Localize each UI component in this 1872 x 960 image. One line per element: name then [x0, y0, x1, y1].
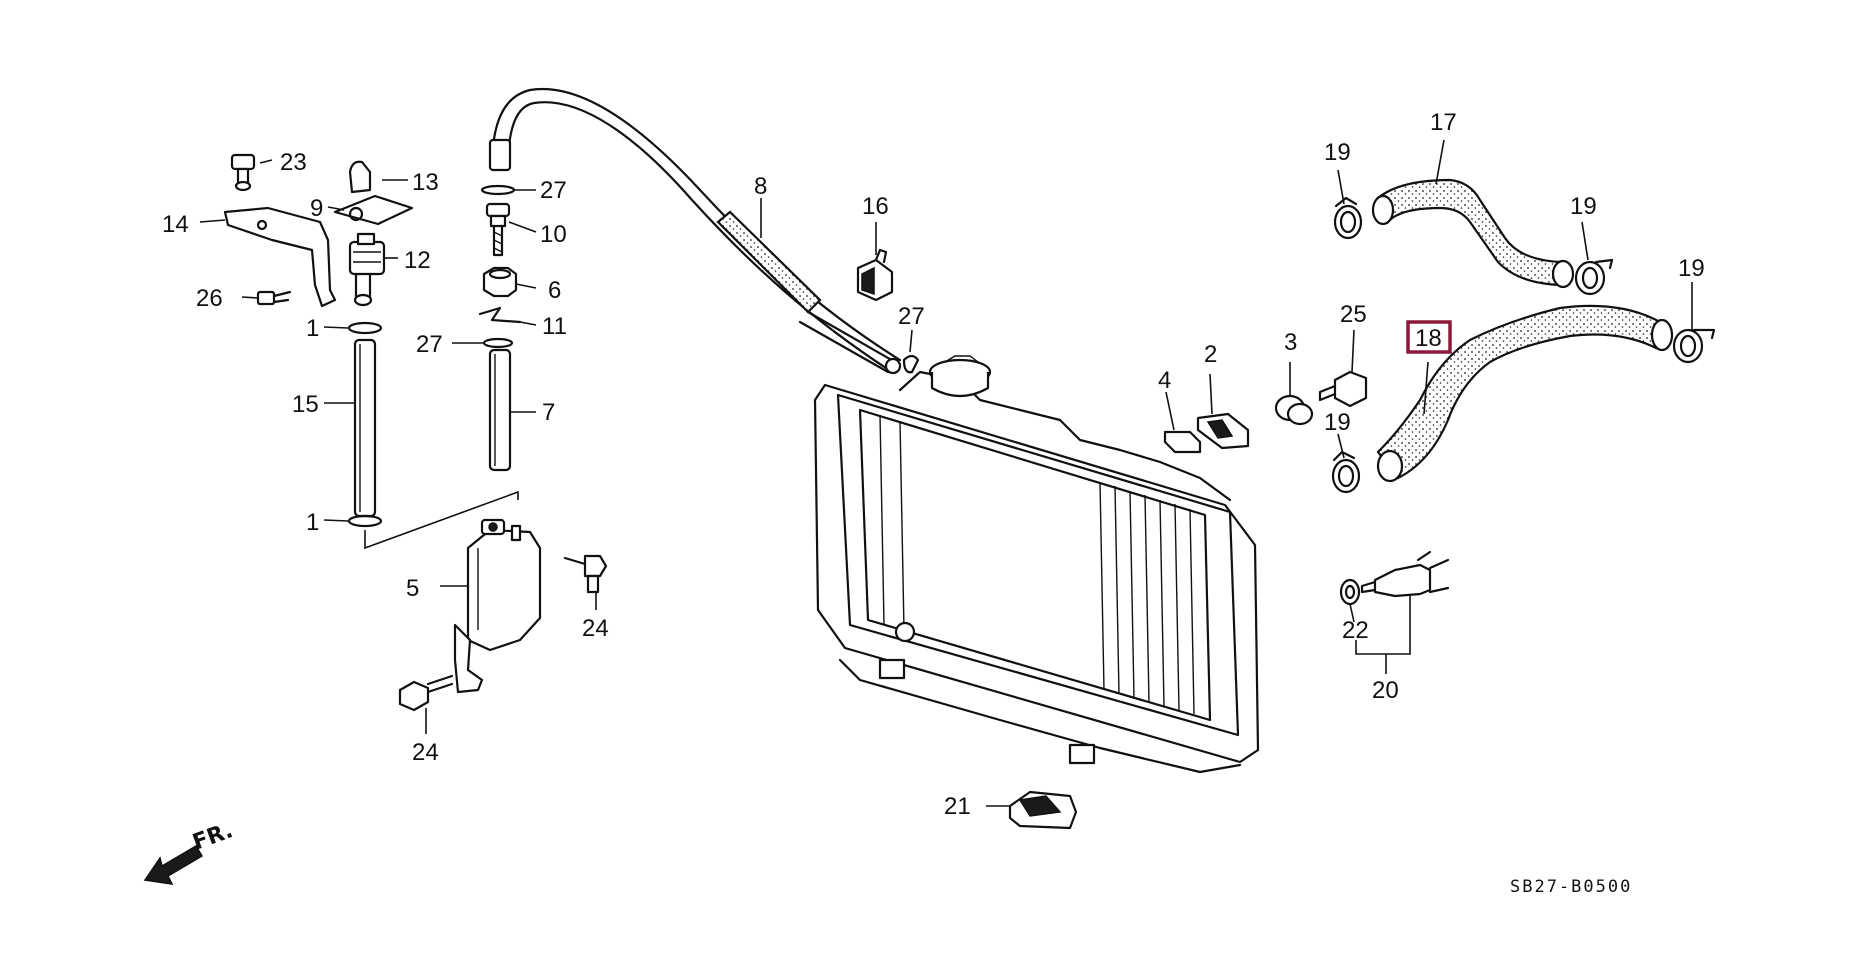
bolt-10-part[interactable]	[485, 202, 511, 257]
clip-27-cap-part[interactable]	[902, 354, 920, 374]
callout-13[interactable]: 13	[412, 169, 439, 196]
callout-24-right[interactable]: 24	[582, 615, 609, 642]
callout-19-bottom-left[interactable]: 19	[1324, 409, 1351, 436]
leader-lines	[199, 139, 1693, 807]
bracket-14-part[interactable]	[223, 206, 337, 308]
callout-11[interactable]: 11	[542, 313, 567, 340]
callout-4[interactable]: 4	[1158, 367, 1171, 394]
hose-clamp-19-bottom-left-part[interactable]	[1331, 450, 1361, 494]
callout-20[interactable]: 20	[1372, 677, 1399, 704]
bolt-23-part[interactable]	[230, 153, 256, 192]
screw-26-part[interactable]	[256, 290, 292, 306]
front-arrow-icon	[143, 844, 204, 885]
callout-1-upper[interactable]: 1	[306, 315, 319, 342]
callout-15[interactable]: 15	[292, 391, 319, 418]
callout-17[interactable]: 17	[1430, 109, 1457, 136]
clip-27-upper-part[interactable]	[480, 184, 516, 196]
hose-clamp-19-bottom-right-part[interactable]	[1672, 328, 1716, 364]
callout-18[interactable]: 18	[1415, 325, 1442, 352]
bracket-2-part[interactable]	[1196, 412, 1250, 450]
radiator-cap-part[interactable]	[928, 355, 992, 398]
gasket-9-part[interactable]	[333, 194, 414, 226]
hose-clamp-19-top-right-part[interactable]	[1574, 258, 1614, 296]
callout-19-bottom-right[interactable]: 19	[1678, 255, 1705, 282]
washer-22-part[interactable]	[1339, 578, 1361, 606]
callout-23[interactable]: 23	[280, 149, 307, 176]
callout-2[interactable]: 2	[1204, 341, 1217, 368]
bolt-24-right-part[interactable]	[563, 554, 608, 594]
reserve-tank-part[interactable]	[453, 518, 542, 694]
callout-5[interactable]: 5	[406, 575, 419, 602]
callout-24-left[interactable]: 24	[412, 739, 439, 766]
highlight-box-18	[1406, 320, 1452, 354]
tube-15-part[interactable]	[353, 338, 377, 518]
callout-27-upper[interactable]: 27	[540, 177, 567, 204]
mount-cushion-21-part[interactable]	[1008, 790, 1078, 830]
clamp-16-part[interactable]	[856, 248, 894, 302]
callout-10[interactable]: 10	[540, 221, 567, 248]
callout-8[interactable]: 8	[754, 173, 767, 200]
tube-7-part[interactable]	[488, 348, 512, 472]
clip-1-bottom-part[interactable]	[347, 514, 383, 528]
callout-26[interactable]: 26	[196, 285, 223, 312]
callout-6[interactable]: 6	[548, 277, 561, 304]
fitting-25-part[interactable]	[1318, 370, 1368, 408]
callout-27-lower[interactable]: 27	[416, 331, 443, 358]
callout-12[interactable]: 12	[404, 247, 431, 274]
front-direction-marker: FR.	[143, 818, 237, 885]
plug-3-part[interactable]	[1274, 394, 1314, 426]
radiator-hose-17-part[interactable]	[1371, 178, 1575, 289]
callout-14[interactable]: 14	[162, 211, 189, 238]
hose-clamp-19-top-left-part[interactable]	[1333, 196, 1363, 240]
callout-21[interactable]: 21	[944, 793, 971, 820]
callout-7[interactable]: 7	[542, 399, 555, 426]
bracket-4-part[interactable]	[1163, 430, 1202, 454]
clip-27-lower-part[interactable]	[482, 337, 514, 349]
clip-1-top-part[interactable]	[347, 321, 383, 335]
callout-19-top-left[interactable]: 19	[1324, 139, 1351, 166]
bolt-24-left-part[interactable]	[398, 674, 454, 712]
front-label: FR.	[190, 818, 237, 855]
drawing-code: SB27-B0500	[1510, 877, 1632, 897]
callout-1-lower[interactable]: 1	[306, 509, 319, 536]
callout-3[interactable]: 3	[1284, 329, 1297, 356]
callout-16[interactable]: 16	[862, 193, 889, 220]
overflow-hose-part[interactable]	[488, 87, 902, 375]
nut-6-part[interactable]	[482, 266, 518, 298]
radiator-core-fins	[879, 414, 1195, 715]
grommet-13-part[interactable]	[348, 160, 372, 194]
callout-19-top-right[interactable]: 19	[1570, 193, 1597, 220]
callout-9[interactable]: 9	[310, 195, 323, 222]
thermo-switch-20-part[interactable]	[1360, 550, 1450, 598]
callout-numbers: 23 13 9 14 12 26 1 15 1 27 10 6 11 27 7 …	[162, 109, 1705, 820]
callout-27-cap[interactable]: 27	[898, 303, 925, 330]
valve-12-part[interactable]	[348, 232, 386, 307]
callout-25[interactable]: 25	[1340, 301, 1367, 328]
callout-22[interactable]: 22	[1342, 617, 1369, 644]
radiator-hose-18-part[interactable]	[1376, 304, 1674, 483]
spring-11-part[interactable]	[478, 306, 522, 324]
